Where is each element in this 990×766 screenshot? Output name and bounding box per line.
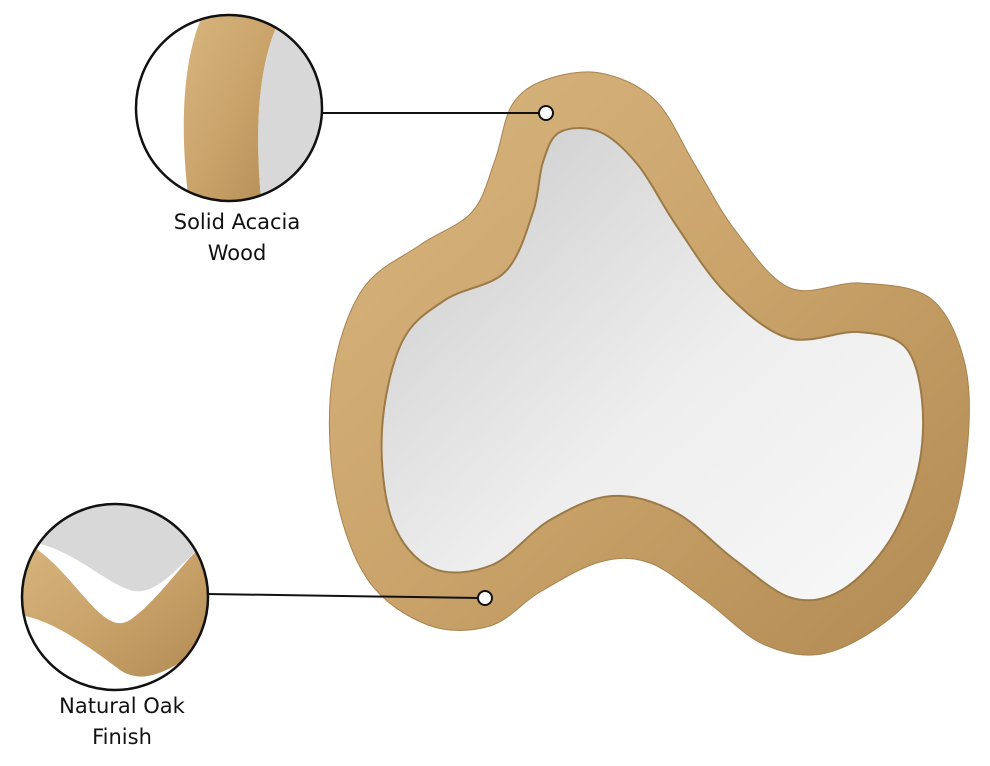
callout-label-line: Finish	[92, 725, 152, 749]
callout-dot	[477, 590, 493, 606]
detail-zoom-frame-edge	[137, 16, 321, 200]
callout-label-acacia: Solid Acacia Wood	[137, 207, 337, 269]
callout-label-line: Natural Oak	[59, 694, 185, 718]
callout-label-line: Solid Acacia	[173, 210, 301, 234]
callout-oak-finish	[20, 502, 493, 692]
callout-dot	[538, 105, 554, 121]
mirror-glass	[380, 127, 925, 602]
callout-label-oak: Natural Oak Finish	[22, 691, 222, 753]
callout-label-line: Wood	[207, 241, 267, 265]
detail-zoom-frame-curve	[23, 505, 207, 689]
